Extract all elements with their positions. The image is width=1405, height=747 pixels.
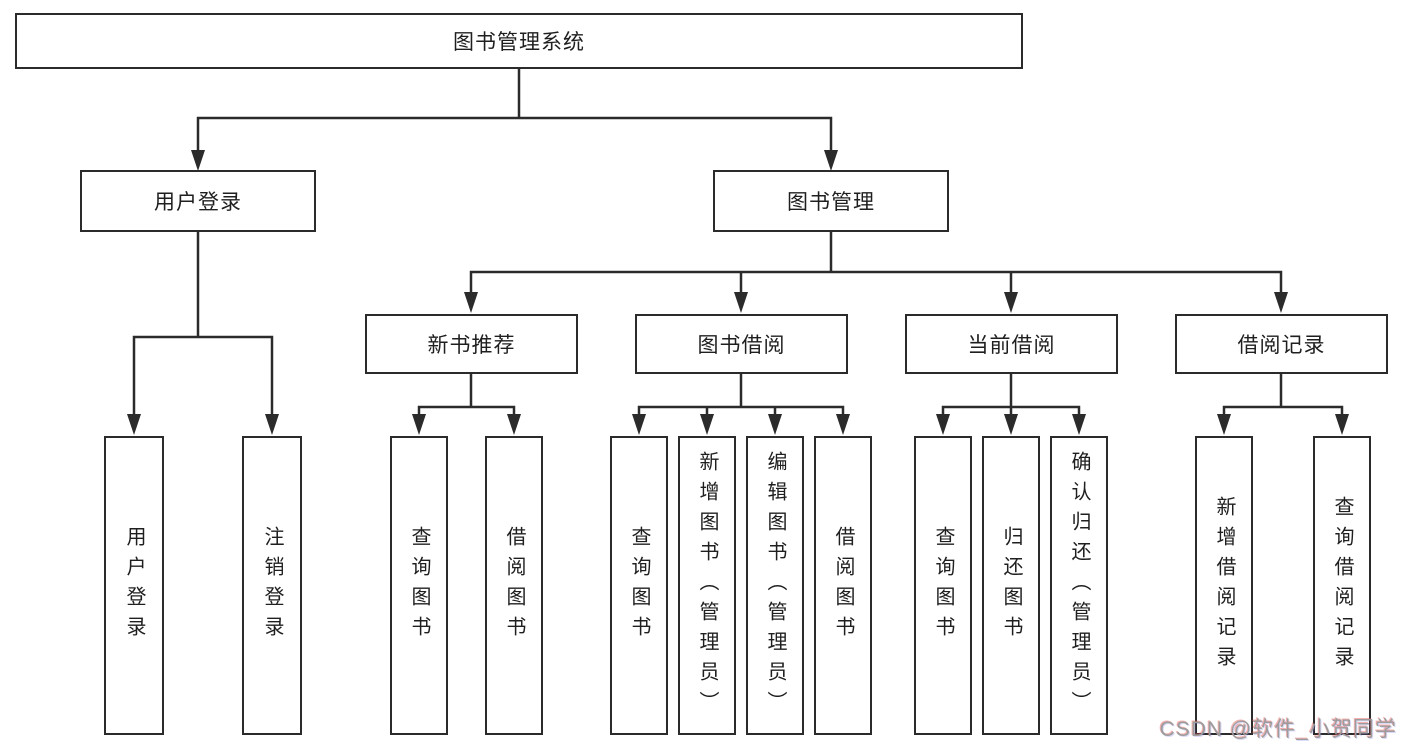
node-book-management: 图书管理 — [713, 170, 949, 232]
connector-root-branch — [196, 67, 833, 153]
arrowhead — [734, 292, 748, 313]
arrowhead — [1072, 414, 1086, 435]
connector-new-book-branch — [417, 372, 516, 418]
node-book-borrow: 图书借阅 — [635, 314, 848, 374]
node-new-book-recommend: 新书推荐 — [365, 314, 578, 374]
connector-book-mgmt-branch — [469, 230, 1283, 296]
arrowhead — [191, 150, 205, 171]
arrowhead — [700, 414, 714, 435]
csdn-watermark: CSDN @软件_小贺同学 — [1159, 718, 1397, 741]
leaf-add-borrow-record: 新增借阅记录 — [1195, 436, 1253, 735]
connector-book-borrow-branch — [637, 372, 845, 418]
arrowhead — [1335, 414, 1349, 435]
connector-current-borrow-branch — [941, 372, 1081, 418]
arrowhead — [1004, 292, 1018, 313]
arrowhead — [936, 414, 950, 435]
arrowhead — [412, 414, 426, 435]
leaf-query-book-recommend: 查询图书 — [390, 436, 448, 735]
connector-borrow-record-branch — [1222, 372, 1344, 418]
leaf-borrow-book-recommend: 借阅图书 — [485, 436, 543, 735]
arrowhead — [768, 414, 782, 435]
leaf-confirm-return-admin: 确认归还（管理员） — [1050, 436, 1108, 735]
arrowhead — [632, 414, 646, 435]
leaf-edit-book-admin: 编辑图书（管理员） — [746, 436, 804, 735]
leaf-user-login: 用户登录 — [104, 436, 164, 735]
leaf-query-book-borrow: 查询图书 — [610, 436, 668, 735]
arrowhead — [127, 414, 141, 435]
node-borrow-record: 借阅记录 — [1175, 314, 1388, 374]
arrowhead — [507, 414, 521, 435]
arrowhead — [1217, 414, 1231, 435]
node-user-login: 用户登录 — [80, 170, 316, 232]
arrowhead — [464, 292, 478, 313]
node-library-management-system: 图书管理系统 — [15, 13, 1023, 69]
arrowhead — [1274, 292, 1288, 313]
leaf-logout: 注销登录 — [242, 436, 302, 735]
arrowhead — [1004, 414, 1018, 435]
node-current-borrow: 当前借阅 — [905, 314, 1118, 374]
leaf-query-book-current: 查询图书 — [914, 436, 972, 735]
leaf-borrow-book: 借阅图书 — [814, 436, 872, 735]
leaf-return-book: 归还图书 — [982, 436, 1040, 735]
leaf-query-borrow-record: 查询借阅记录 — [1313, 436, 1371, 735]
leaf-add-book-admin: 新增图书（管理员） — [678, 436, 736, 735]
arrowhead — [265, 414, 279, 435]
arrowhead — [836, 414, 850, 435]
connector-user-login-branch — [132, 230, 274, 418]
arrowheads — [127, 150, 1349, 435]
arrowhead — [824, 150, 838, 171]
